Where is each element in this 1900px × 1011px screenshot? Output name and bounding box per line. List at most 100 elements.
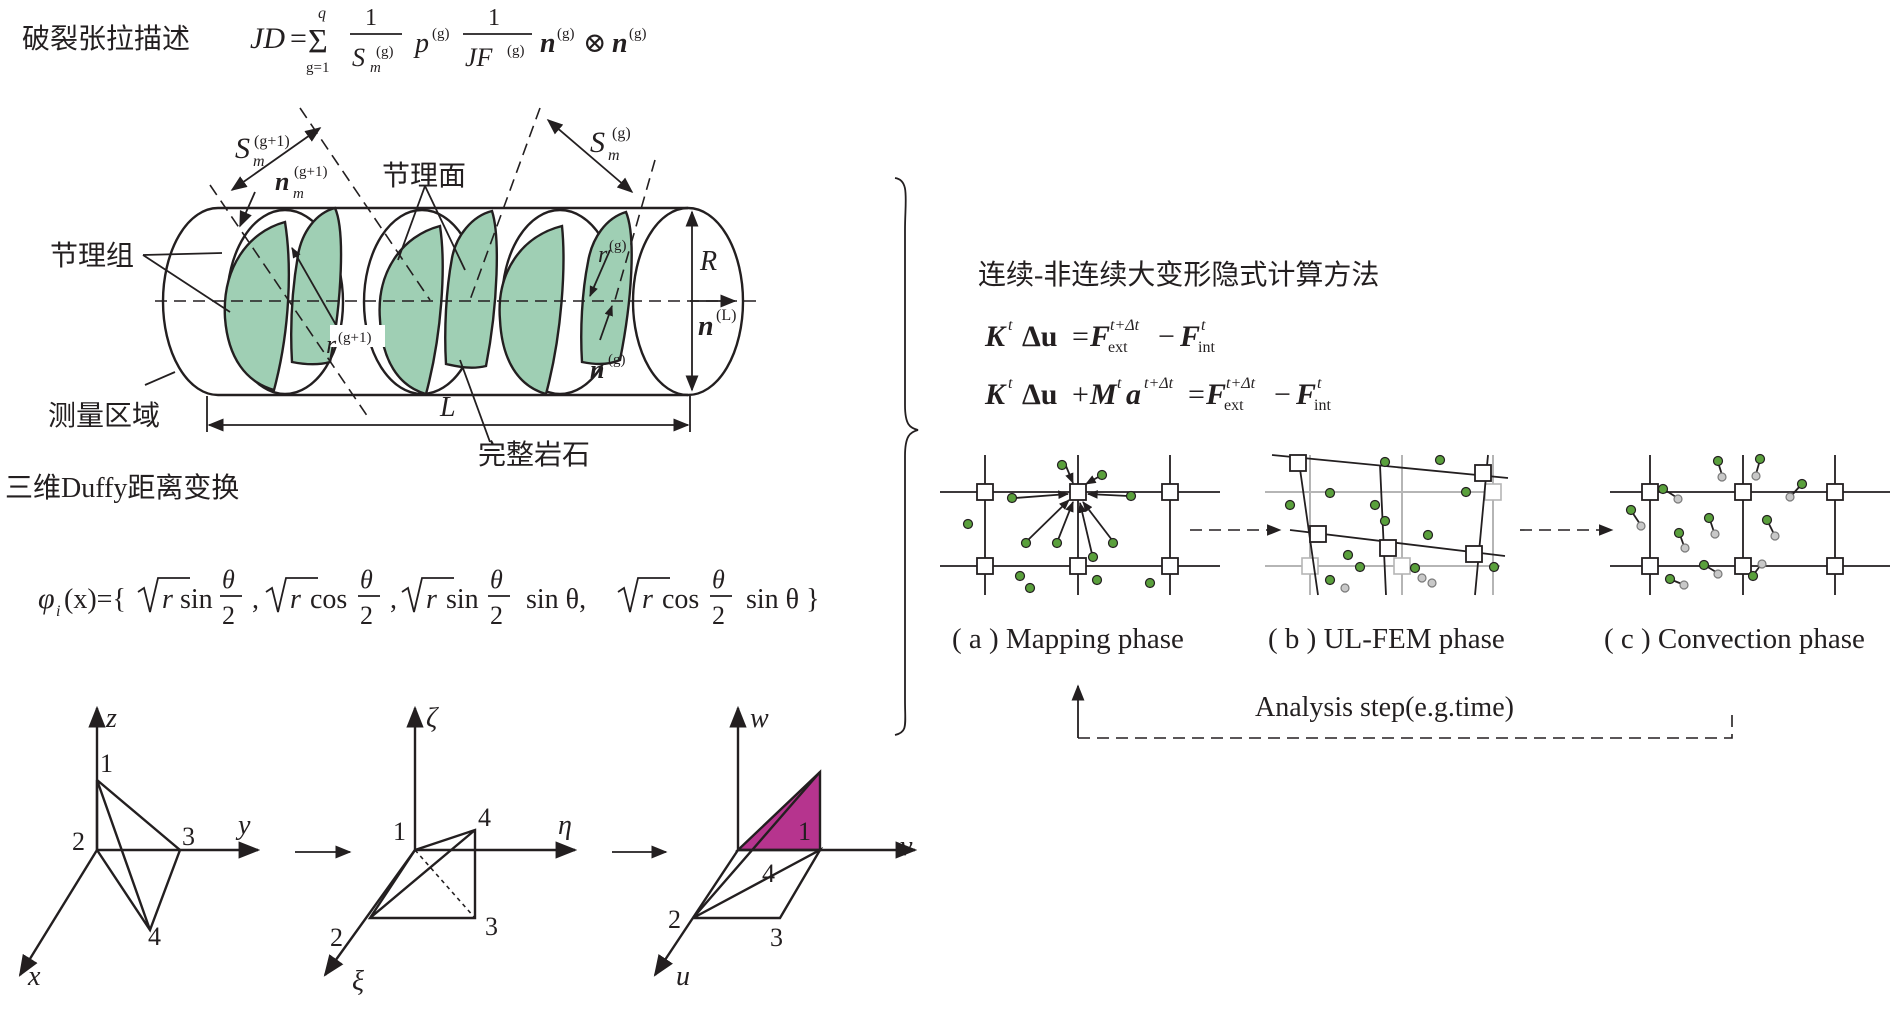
frac2-JF: JF — [465, 43, 494, 72]
jd-symbol: JD — [250, 22, 285, 55]
F-int: F — [1295, 378, 1316, 411]
phi-args: (x)={ — [64, 584, 126, 615]
duffy-fig-intermediate: ζ η ξ 1 4 2 3 — [323, 703, 578, 997]
sup-tdt: t+Δt — [1110, 317, 1140, 334]
frac1-numerator: 1 — [365, 5, 377, 31]
leader-line — [424, 185, 466, 271]
term2-two: 2 — [360, 601, 373, 630]
n1-sup: (g) — [557, 26, 575, 42]
sum-lower: g=1 — [306, 60, 329, 76]
radius-arrow — [291, 247, 341, 333]
p-sup: (g) — [432, 26, 450, 42]
spacing-arrow-left — [230, 127, 322, 191]
projection-line — [209, 184, 371, 421]
term2-theta: θ — [360, 565, 373, 594]
sqrt-sign — [617, 577, 670, 613]
sup-tdt: t+Δt — [1144, 375, 1174, 392]
sup-t: t — [1317, 375, 1322, 392]
term3-two: 2 — [490, 601, 503, 630]
sup-tdt: t+Δt — [1226, 375, 1256, 392]
equation-dynamic: K t Δu + M t a t+Δt = F ext t+Δt − F int… — [984, 375, 1331, 414]
radius-R: R — [699, 246, 717, 277]
node-label: 1 — [393, 817, 406, 846]
normal-arrow — [599, 304, 613, 341]
term1-theta: θ — [222, 565, 235, 594]
tetrahedron — [367, 828, 477, 920]
normal-left-sub: m — [293, 186, 304, 202]
grouping-brace — [894, 177, 919, 736]
sum-sign: Σ — [308, 23, 328, 60]
a-vector: a — [1126, 378, 1141, 411]
radius-left-sup: (g+1) — [338, 330, 371, 346]
analysis-step-label: Analysis step(e.g.time) — [1255, 692, 1514, 723]
spacing-right-sup: (g) — [612, 125, 631, 142]
n1-vector: n — [540, 28, 556, 59]
phi-symbol: φ — [38, 582, 55, 615]
K-matrix: K — [984, 320, 1007, 353]
joint-plane — [444, 209, 498, 369]
measure-zone-label: 测量区域 — [48, 400, 160, 432]
sup-t: t — [1117, 375, 1122, 392]
sub-ext: ext — [1224, 397, 1244, 414]
phase-c-caption: ( c ) Convection phase — [1604, 623, 1865, 655]
hidden-edge — [414, 849, 476, 919]
node-label: 1 — [100, 749, 113, 778]
grid-node — [1069, 483, 1087, 501]
axis-x — [18, 849, 99, 977]
nL-vector: n — [698, 311, 714, 342]
grid-node — [1161, 483, 1179, 501]
sum-upper: q — [318, 5, 326, 22]
sqrt-sign — [137, 577, 190, 613]
term2-cos: cos — [310, 584, 347, 615]
plus: + — [1072, 378, 1089, 411]
grid-node — [976, 483, 994, 501]
radius-right-sup: (g) — [609, 238, 627, 254]
term4-sin-theta: sin θ } — [746, 584, 820, 615]
particles — [962, 459, 1156, 594]
grid-node — [1161, 557, 1179, 575]
F-ext: F — [1205, 378, 1226, 411]
delta-u: Δu — [1022, 320, 1058, 353]
node-label: 1 — [798, 817, 811, 846]
projection-line — [614, 159, 656, 301]
loop-dashed-path — [1078, 708, 1733, 739]
equation-static: K t Δu = F ext t+Δt − F int t — [984, 317, 1215, 356]
node-label: 4 — [762, 859, 775, 888]
term4-two: 2 — [712, 601, 725, 630]
sqrt-sign — [401, 577, 454, 613]
axis-label-y: y — [235, 810, 251, 841]
term1-r: r — [162, 584, 173, 615]
joint-group-label: 节理组 — [50, 240, 134, 272]
normal-left-sup: (g+1) — [294, 164, 327, 180]
term2-r: r — [290, 584, 301, 615]
node-label: 3 — [485, 912, 498, 941]
phase-b-caption: ( b ) UL-FEM phase — [1268, 623, 1505, 655]
comma: , — [252, 584, 259, 615]
method-title: 连续-非连续大变形隐式计算方法 — [978, 259, 1379, 291]
fracture-title: 破裂张拉描述 — [22, 23, 190, 55]
tetrahedron — [95, 779, 182, 933]
ghost-grid — [1265, 455, 1500, 595]
spacing-right-sub: m — [608, 147, 620, 164]
sub-int: int — [1198, 339, 1215, 356]
spacing-left-S: S — [235, 132, 250, 165]
duffy-fig-final: w v u 1 4 2 3 — [653, 703, 918, 992]
K-matrix: K — [984, 378, 1007, 411]
comma: , — [390, 584, 397, 615]
minus: − — [1274, 378, 1291, 411]
frac2-JF-sup: (g) — [507, 43, 525, 59]
node-label: 4 — [148, 922, 161, 951]
normal-arrow — [239, 191, 256, 228]
axis-label-x: x — [27, 961, 41, 992]
joint-plane — [498, 224, 565, 396]
delta-u: Δu — [1022, 378, 1058, 411]
normal-right-sup: (g) — [608, 352, 626, 368]
axis-label-zeta: ζ — [426, 703, 439, 734]
axis-label-v: v — [900, 831, 913, 862]
minus: − — [1158, 320, 1175, 353]
term1-sin: sin — [180, 584, 213, 615]
grid-nodes — [1641, 483, 1844, 575]
joint-cylinder: 节理面 节理组 测量区域 完整岩石 S m (g+1) n m (g+1) S … — [48, 107, 760, 471]
ghost-node — [1393, 557, 1411, 575]
joint-plane — [290, 206, 343, 366]
